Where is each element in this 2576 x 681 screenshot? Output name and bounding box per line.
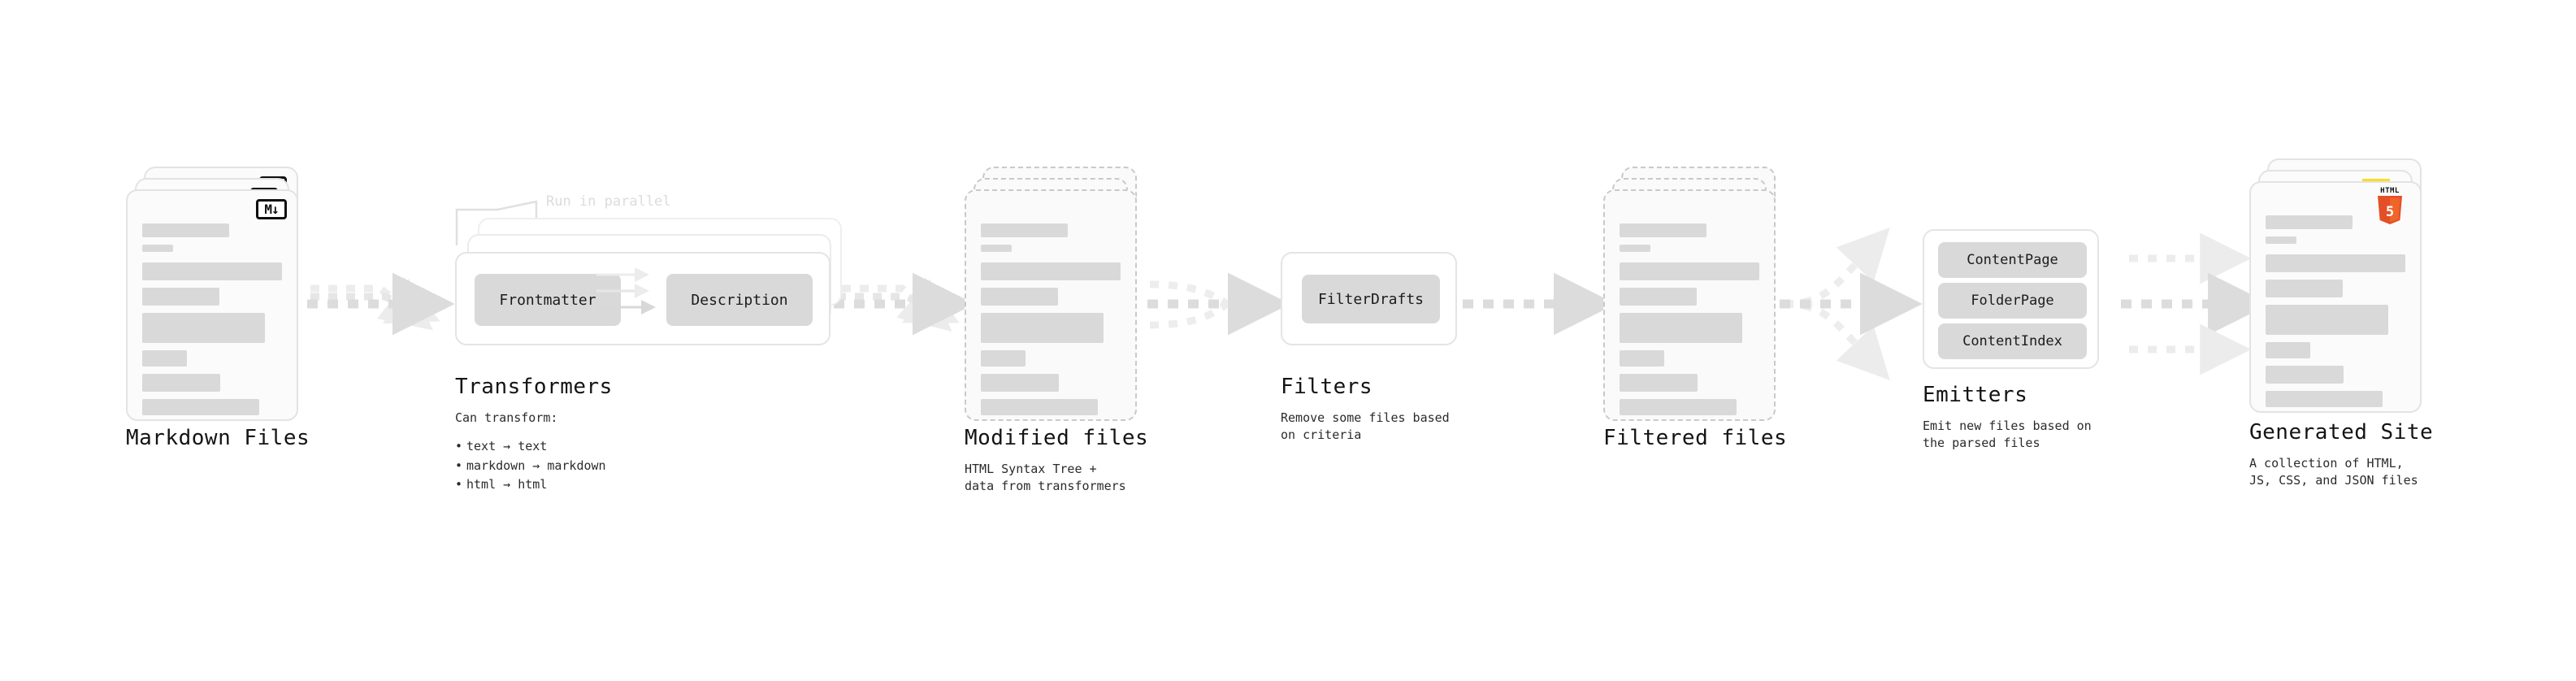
connector-modified-to-filters <box>1147 272 1290 336</box>
content-bar <box>1620 350 1665 367</box>
caption-modified-files: Modified files HTML Syntax Tree + data f… <box>965 427 1257 496</box>
stage-subtitle: Remove some files based on criteria <box>1281 410 1450 443</box>
chip-label: FilterDrafts <box>1317 290 1425 308</box>
sheet-content <box>981 223 1121 423</box>
content-bar <box>142 350 188 367</box>
content-bar <box>981 350 1026 367</box>
chip-label: Frontmatter <box>499 291 596 309</box>
content-bar <box>1620 245 1650 252</box>
filtered-sheet-front <box>1603 189 1776 421</box>
content-bar <box>1620 399 1737 415</box>
list-item: html → html <box>455 475 796 495</box>
sheet-content <box>1620 223 1759 423</box>
stage-subtitle: Emit new files based on the parsed files <box>1923 418 2092 451</box>
stage-title: Filtered files <box>1603 426 1788 450</box>
content-bar <box>142 399 260 415</box>
content-bar <box>1620 223 1706 237</box>
chip-label: ContentPage <box>1967 252 2058 268</box>
content-bar <box>142 262 282 280</box>
run-in-parallel-note: Run in parallel <box>546 193 671 210</box>
list-item: text → text <box>455 437 796 457</box>
content-bar <box>2266 342 2311 358</box>
chip-label: Description <box>691 291 788 309</box>
stage-title: Markdown Files <box>126 426 310 450</box>
chip-label: FolderPage <box>1971 293 2054 309</box>
markdown-badge: M↓ <box>256 199 287 219</box>
content-bar <box>1620 313 1743 343</box>
content-bar <box>981 313 1104 343</box>
transformer-chip-frontmatter[interactable]: Frontmatter <box>475 274 621 326</box>
transform-list: text → text markdown → markdown html → h… <box>455 437 796 494</box>
content-bar <box>1620 374 1698 392</box>
content-bar <box>981 262 1121 280</box>
stage-subtitle: A collection of HTML, JS, CSS, and JSON … <box>2249 455 2418 488</box>
filters-box: FilterDrafts <box>1281 252 1457 345</box>
content-bar <box>981 399 1099 415</box>
content-bar <box>981 223 1068 237</box>
emitters-box: ContentPage FolderPage ContentIndex <box>1923 229 2099 369</box>
chip-label: ContentIndex <box>1962 333 2062 349</box>
caption-generated-site: Generated Site A collection of HTML, JS,… <box>2249 421 2558 490</box>
stage-subtitle: Can transform: <box>455 410 558 425</box>
caption-filtered-files: Filtered files <box>1603 427 1880 450</box>
site-sheet-front: HTML 5 <box>2249 181 2422 413</box>
content-bar <box>142 374 221 392</box>
content-bar <box>2266 215 2353 229</box>
connector-emitters-to-site <box>2121 232 2270 375</box>
caption-transformers: Transformers Can transform: text → text … <box>455 375 796 494</box>
content-bar <box>981 245 1012 252</box>
caption-filters: Filters Remove some files based on crite… <box>1281 375 1557 445</box>
content-bar <box>981 374 1060 392</box>
svg-text:5: 5 <box>2386 204 2394 220</box>
emitter-chip-contentindex[interactable]: ContentIndex <box>1938 323 2087 359</box>
modified-sheet-front <box>965 189 1137 421</box>
connector-markdown-to-transformers <box>307 272 455 336</box>
content-bar <box>2266 366 2344 384</box>
markdown-sheet-front: M↓ <box>126 189 298 421</box>
content-bar <box>2266 236 2296 244</box>
sheet-content <box>2266 215 2405 414</box>
stage-subtitle: HTML Syntax Tree + data from transformer… <box>965 461 1126 494</box>
emitter-chip-folderpage[interactable]: FolderPage <box>1938 283 2087 319</box>
content-bar <box>2266 391 2383 407</box>
caption-emitters: Emitters Emit new files based on the par… <box>1923 384 2215 453</box>
content-bar <box>142 245 173 252</box>
html5-badge: HTML 5 <box>2371 188 2409 227</box>
content-bar <box>2266 280 2343 297</box>
content-bar <box>2266 254 2405 272</box>
caption-markdown-files: Markdown Files <box>126 427 394 450</box>
transformer-inner-arrows <box>596 268 656 314</box>
transformers-box: Frontmatter Description <box>455 252 830 345</box>
connector-transformers-to-modified <box>834 272 975 336</box>
run-in-parallel-leader <box>455 200 538 245</box>
content-bar <box>142 223 229 237</box>
emitter-chip-contentpage[interactable]: ContentPage <box>1938 242 2087 278</box>
connector-filtered-to-emitters <box>1780 227 1923 381</box>
content-bar <box>142 313 266 343</box>
content-bar <box>142 288 219 306</box>
content-bar <box>1620 262 1759 280</box>
sheet-content <box>142 223 282 423</box>
stage-title: Transformers <box>455 375 613 399</box>
content-bar <box>1620 288 1697 306</box>
filter-chip-filterdrafts[interactable]: FilterDrafts <box>1302 275 1440 323</box>
content-bar <box>981 288 1058 306</box>
stage-title: Emitters <box>1923 383 2028 407</box>
stage-title: Filters <box>1281 375 1373 399</box>
content-bar <box>2266 305 2389 335</box>
html5-badge-label: HTML <box>2380 187 2400 195</box>
stage-title: Modified files <box>965 426 1149 450</box>
html5-shield-icon: 5 <box>2378 196 2402 224</box>
stage-title: Generated Site <box>2249 420 2434 445</box>
list-item: markdown → markdown <box>455 457 796 476</box>
transformer-chip-description[interactable]: Description <box>666 274 813 326</box>
